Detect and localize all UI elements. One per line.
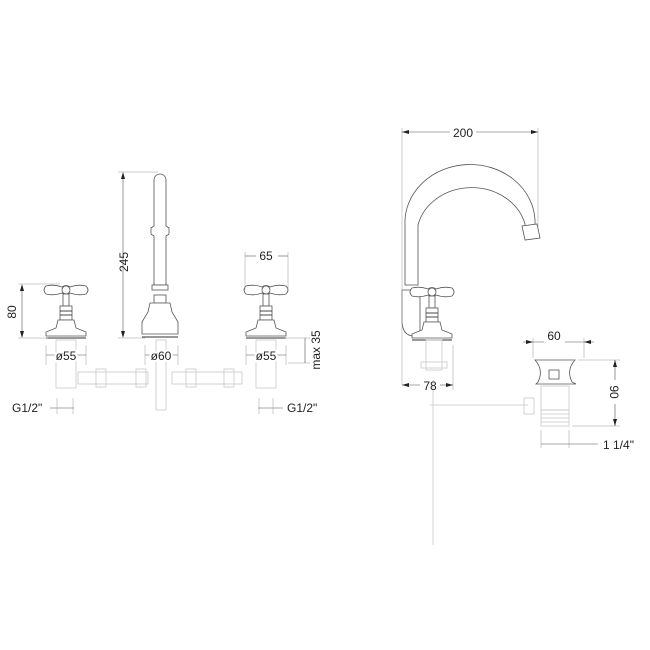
svg-text:ø55: ø55 [256,349,277,363]
svg-text:60: 60 [547,329,561,343]
pop-up-waste [534,359,577,427]
dimension-245: 245 [117,171,158,339]
dimension-90: 90 [572,359,621,427]
swivel-spout-tap [401,164,541,545]
dimension-78: 78 [402,345,454,393]
svg-text:245: 245 [117,252,131,272]
svg-text:G1/2": G1/2" [12,401,42,415]
svg-text:ø55: ø55 [56,349,77,363]
connecting-pipes [77,339,277,411]
dimension-80: 80 [5,283,60,339]
svg-text:G1/2": G1/2" [287,401,317,415]
dimension-threads: G1/2" G1/2" [12,398,317,415]
dimension-60: 60 [523,329,594,358]
dimension-200: 200 [401,126,539,385]
svg-text:ø60: ø60 [151,349,172,363]
dimension-max-35: max 35 [285,330,323,370]
dimension-1-1-4: 1 1/4" [540,430,634,452]
svg-text:90: 90 [607,385,621,399]
svg-text:78: 78 [423,379,437,393]
svg-text:200: 200 [453,126,473,140]
svg-text:max 35: max 35 [309,330,323,370]
right-tap [243,284,289,339]
center-spout [141,173,179,338]
dimension-diameters: ø55 ø60 ø55 [45,345,287,365]
svg-text:65: 65 [259,249,273,263]
left-tap [43,284,89,389]
svg-text:1 1/4": 1 1/4" [603,438,634,452]
dimension-65: 65 [244,249,289,290]
svg-text:80: 80 [5,305,19,319]
